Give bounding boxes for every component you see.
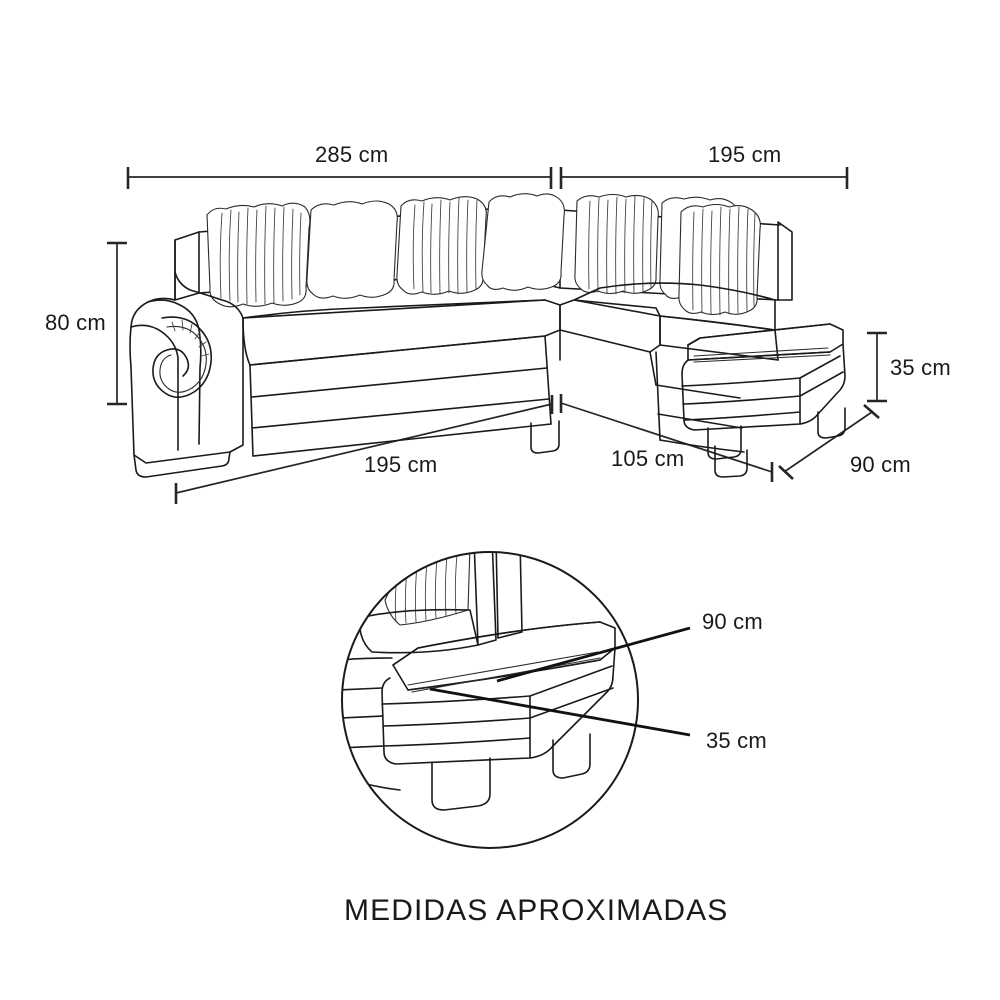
short-side-foot: [714, 445, 748, 478]
right-back-panel: [777, 221, 793, 301]
short-base-band-2: [657, 413, 743, 429]
long-front-left-edge: [249, 364, 254, 457]
ottoman-module: [681, 323, 846, 460]
left-height-dimension-group: [107, 241, 127, 406]
back-cushion-striped-2: [396, 196, 487, 295]
detail-circle-contents: [342, 552, 616, 811]
right-height-dimension-group: [867, 331, 887, 403]
dimension-line-105: [560, 402, 773, 473]
detail-foot-front: [431, 757, 491, 811]
detail-callout-group: [341, 551, 691, 849]
back-cushion-plain-1: [306, 200, 398, 299]
left-rolled-arm: [129, 239, 244, 478]
bottom-dimension-group: [174, 394, 880, 504]
long-band-line-2: [251, 398, 550, 429]
long-front-right-edge: [544, 335, 552, 425]
dimension-labels: 285 cm 195 cm 80 cm 195 cm 105 cm 90 cm …: [45, 142, 951, 753]
detail-foot-rear: [552, 733, 591, 779]
short-base-band-1: [655, 384, 741, 399]
detail-back-post: [473, 552, 497, 646]
long-side-foot: [530, 420, 560, 454]
long-seat-front-edge: [249, 335, 546, 366]
detail-circle-outline: [341, 551, 639, 849]
long-seat-top: [242, 299, 561, 366]
dimension-line-90: [783, 411, 873, 473]
back-cushion-striped-4: [678, 203, 761, 316]
label-35cm-right: 35 cm: [890, 355, 951, 380]
leader-line-90cm: [496, 626, 691, 683]
long-seat-back-line: [242, 299, 546, 319]
label-195cm-top: 195 cm: [708, 142, 781, 167]
detail-seat-fragment: [358, 608, 479, 654]
short-seat-front-line: [659, 315, 776, 331]
dimension-line-195-bottom: [175, 403, 553, 494]
back-cushion-striped-1: [206, 202, 311, 308]
label-195cm-bottom: 195 cm: [364, 452, 437, 477]
tick-90-right: [863, 404, 880, 419]
top-dimension-group: [126, 167, 849, 189]
short-base-bottom: [659, 439, 745, 453]
long-band-line-1: [251, 367, 548, 398]
label-105cm: 105 cm: [611, 446, 684, 471]
short-base-left-edge: [655, 351, 661, 441]
back-cushion-striped-3: [574, 193, 659, 295]
corner-seat-top: [559, 299, 661, 353]
label-35cm-detail: 35 cm: [706, 728, 767, 753]
long-base-bottom-edge: [252, 423, 552, 457]
label-80cm: 80 cm: [45, 310, 106, 335]
leader-line-35cm: [429, 687, 691, 737]
label-285cm: 285 cm: [315, 142, 388, 167]
label-90cm-bottom: 90 cm: [850, 452, 911, 477]
caption-medidas-aproximadas: MEDIDAS APROXIMADAS: [344, 894, 728, 927]
back-cushion-plain-2: [481, 193, 565, 291]
left-back-panel: [174, 231, 200, 301]
label-90cm-detail: 90 cm: [702, 609, 763, 634]
tick-90-left: [778, 465, 794, 480]
detail-back-post-2: [495, 552, 523, 639]
corner-right-edge: [649, 351, 657, 386]
sofa-illustration: [129, 193, 846, 478]
